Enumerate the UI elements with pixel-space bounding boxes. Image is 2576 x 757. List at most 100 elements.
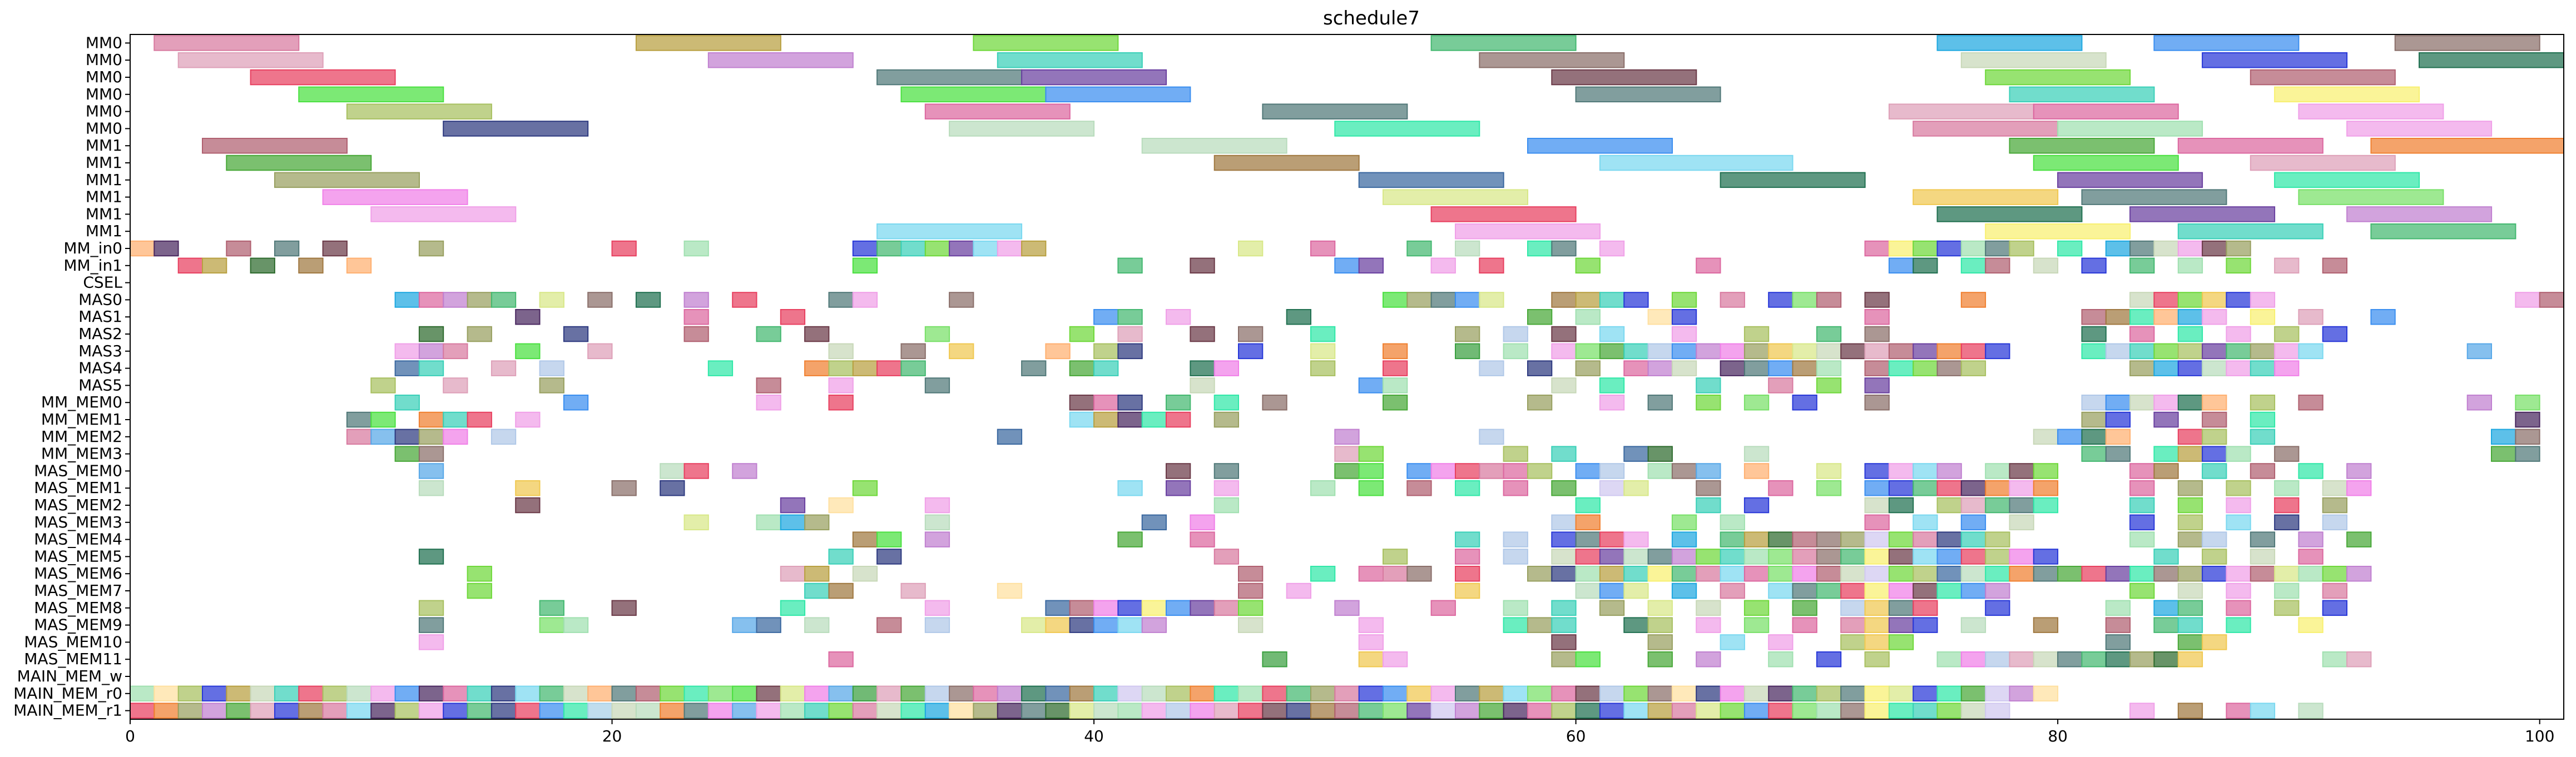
task-bar <box>2177 429 2203 445</box>
task-bar <box>732 463 757 479</box>
task-bar <box>1213 411 1239 428</box>
task-bar <box>1383 377 1408 394</box>
task-bar <box>1864 326 1890 342</box>
task-bar <box>804 360 830 376</box>
task-bar <box>635 292 661 308</box>
task-bar <box>274 172 420 188</box>
task-bar <box>1936 35 2083 51</box>
task-bar <box>2009 685 2034 702</box>
task-bar <box>1406 703 1432 719</box>
task-bar <box>924 514 950 531</box>
task-bar <box>1720 514 1745 531</box>
task-bar <box>2033 566 2059 582</box>
task-bar <box>1479 685 1504 702</box>
task-bar <box>1310 703 1336 719</box>
y-tick-label: MM1 <box>86 222 122 240</box>
task-bar <box>828 377 854 394</box>
task-bar <box>660 463 685 479</box>
task-bar <box>1864 617 1890 633</box>
task-bar <box>997 703 1023 719</box>
task-bar <box>1888 103 2034 119</box>
task-bar <box>1455 463 1480 479</box>
task-bar <box>2057 240 2083 257</box>
task-bar <box>1069 411 1094 428</box>
task-bar <box>852 566 878 582</box>
y-tick-label: MAS4 <box>78 359 122 377</box>
task-bar <box>1093 360 1119 376</box>
task-bar <box>394 343 420 360</box>
y-tick-label: MM0 <box>86 51 122 69</box>
task-bar <box>2346 651 2372 668</box>
task-bar <box>1262 103 1408 119</box>
task-bar <box>418 685 444 702</box>
task-bar <box>202 703 227 719</box>
task-bar <box>1985 480 2010 496</box>
task-bar <box>1166 411 1191 428</box>
task-bar <box>1190 257 1215 274</box>
y-tick-label: MAS0 <box>78 290 122 308</box>
task-bar <box>2105 309 2131 325</box>
task-bar <box>732 617 757 633</box>
task-bar <box>852 292 878 308</box>
task-bar <box>756 326 781 342</box>
task-bar <box>2009 240 2034 257</box>
task-bar <box>1455 292 1480 308</box>
task-bar <box>1575 703 1601 719</box>
task-bar <box>2129 651 2155 668</box>
task-bar <box>370 703 396 719</box>
task-bar <box>1334 685 1360 702</box>
task-bar <box>1599 377 1625 394</box>
task-bar <box>973 35 1119 51</box>
task-bar <box>1286 309 1311 325</box>
task-bar <box>2202 240 2227 257</box>
y-tick-labels: MM0MM0MM0MM0MM0MM0MM1MM1MM1MM1MM1MM1MM_i… <box>13 33 130 720</box>
task-bar <box>2202 411 2227 428</box>
task-bar <box>1551 703 1577 719</box>
task-bar <box>1985 549 2010 565</box>
task-bar <box>2009 549 2034 565</box>
task-bar <box>1913 360 1938 376</box>
task-bar <box>2153 566 2179 582</box>
task-bar <box>1623 446 1649 462</box>
task-bar <box>1310 685 1336 702</box>
task-bar <box>443 411 468 428</box>
y-tick-label: MM0 <box>86 85 122 103</box>
task-bar <box>2033 155 2179 171</box>
task-bar <box>1551 531 1577 547</box>
task-bar <box>852 703 878 719</box>
task-bar <box>1696 497 1721 514</box>
task-bar <box>2129 309 2155 325</box>
task-bar <box>1238 343 1264 360</box>
task-bar <box>515 497 541 514</box>
task-bar <box>1913 582 1938 599</box>
task-bar <box>804 326 830 342</box>
task-bar <box>418 360 444 376</box>
task-bar <box>274 685 300 702</box>
task-bar <box>2177 617 2203 633</box>
task-bar <box>1840 703 1866 719</box>
task-bar <box>2177 309 2203 325</box>
task-bar <box>2177 634 2203 650</box>
task-bar <box>1816 463 1842 479</box>
task-bar <box>250 69 396 86</box>
task-bar <box>949 240 974 257</box>
task-bar <box>1647 343 1673 360</box>
task-bar <box>828 360 854 376</box>
task-bar <box>2298 703 2324 719</box>
task-bar <box>1864 463 1890 479</box>
task-bar <box>2105 634 2131 650</box>
task-bar <box>1743 703 1770 719</box>
task-bar <box>1213 360 1239 376</box>
task-bar <box>563 617 589 633</box>
task-bar <box>1430 600 1456 616</box>
task-bar <box>1768 292 1794 308</box>
task-bar <box>370 429 396 445</box>
task-bar <box>2274 257 2300 274</box>
task-bar <box>1696 257 1721 274</box>
task-bar <box>1599 685 1625 702</box>
task-bar <box>1358 651 1384 668</box>
task-bar <box>1383 343 1408 360</box>
y-tick-label: MAS_MEM0 <box>34 461 122 480</box>
task-bar <box>443 377 468 394</box>
task-bar <box>1888 497 1914 514</box>
